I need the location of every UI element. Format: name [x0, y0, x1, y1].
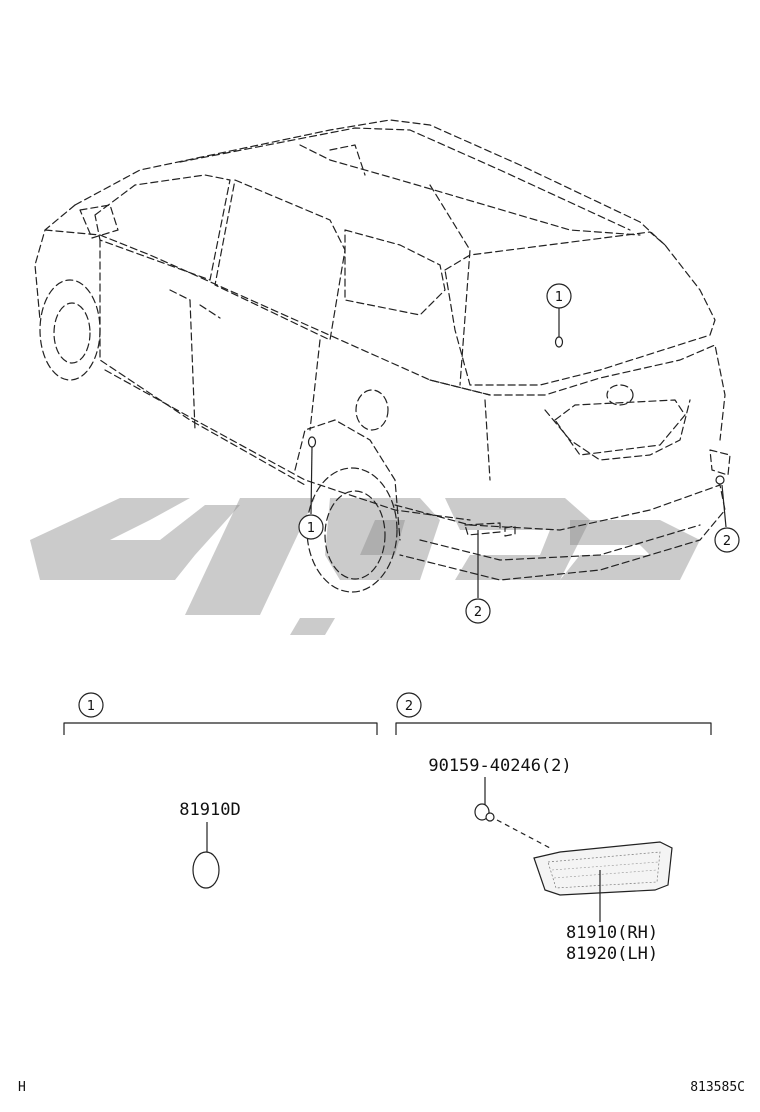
part-number-81920-lh: 81920(LH) [566, 944, 658, 964]
section-2-header: 2 [395, 692, 712, 735]
callout-2-rear-corner: 2 [714, 527, 740, 553]
callout-1-rear-wheel: 1 [298, 514, 324, 540]
svg-text:1: 1 [87, 699, 95, 714]
svg-text:2: 2 [474, 605, 482, 620]
leader-line [721, 484, 727, 528]
leader-line [310, 446, 313, 515]
part-number-81910d: 81910D [179, 800, 240, 820]
reflector-lens-part [192, 851, 220, 889]
callout-1-rear-window: 1 [546, 283, 572, 309]
svg-text:1: 1 [307, 521, 315, 536]
callout-2-bumper: 2 [465, 598, 491, 624]
rear-reflector-part [533, 841, 673, 896]
svg-text:2: 2 [723, 534, 731, 549]
svg-text:1: 1 [555, 290, 563, 305]
vehicle-illustration [34, 119, 731, 593]
svg-text:2: 2 [405, 699, 413, 714]
footer-left-mark: H [18, 1080, 26, 1095]
screw-fastener [474, 803, 495, 822]
fastener-part-number: 90159-40246(2) [428, 756, 571, 776]
watermark-logo [30, 498, 700, 635]
figure-id: 813585C [690, 1080, 745, 1095]
part-number-81910-rh: 81910(RH) [566, 923, 658, 943]
assembly-line [496, 819, 551, 849]
section-1-header: 1 [63, 692, 378, 735]
